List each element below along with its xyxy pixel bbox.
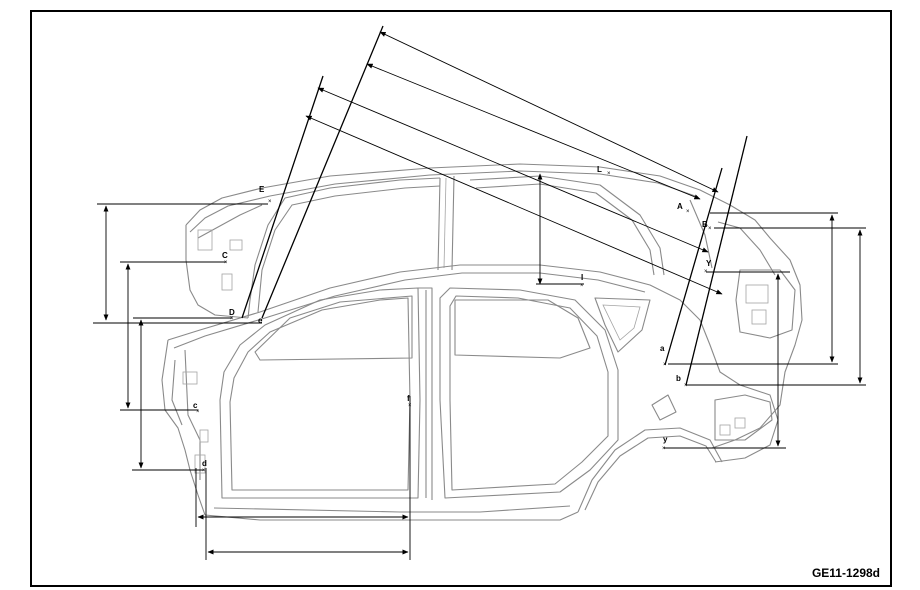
upper-point-labels: E × C × D × L × A × B × Y × a × b × (222, 165, 712, 389)
svg-text:×: × (708, 226, 712, 232)
svg-text:×: × (268, 199, 272, 205)
svg-text:×: × (230, 316, 234, 322)
point-label-c: c (193, 401, 198, 410)
point-label-Y: Y (706, 259, 712, 268)
point-label-A: A (677, 202, 683, 211)
point-label-a: a (660, 344, 665, 353)
diagram-id-label: GE11-1298d (811, 566, 880, 580)
svg-text:×: × (202, 468, 206, 474)
point-label-b: b (676, 374, 681, 383)
roof-height-dimension (536, 173, 584, 285)
svg-text:×: × (607, 171, 611, 177)
point-label-y: y (663, 435, 668, 444)
diagram-frame (30, 10, 892, 587)
bottom-dimensions (195, 396, 411, 560)
left-dimensions (93, 203, 268, 471)
svg-text:×: × (662, 446, 666, 452)
point-label-B: B (702, 220, 708, 229)
svg-text:×: × (580, 283, 584, 289)
svg-text:×: × (408, 403, 412, 409)
diagonal-dimensions (305, 31, 723, 295)
svg-text:×: × (224, 260, 228, 266)
svg-text:×: × (686, 209, 690, 215)
svg-text:×: × (196, 409, 200, 415)
point-label-I: I (581, 273, 583, 282)
lower-point-labels: e c × d × f × I × y × (193, 273, 668, 474)
svg-text:×: × (684, 383, 688, 389)
svg-text:×: × (704, 269, 708, 275)
point-label-d: d (202, 459, 207, 468)
point-label-D: D (229, 308, 235, 317)
point-label-f: f (407, 394, 410, 403)
point-label-E: E (259, 185, 265, 194)
svg-text:×: × (663, 362, 667, 368)
point-label-e: e (258, 316, 263, 325)
point-label-L: L (597, 165, 602, 174)
point-label-C: C (222, 251, 228, 260)
right-dimensions (664, 212, 866, 449)
